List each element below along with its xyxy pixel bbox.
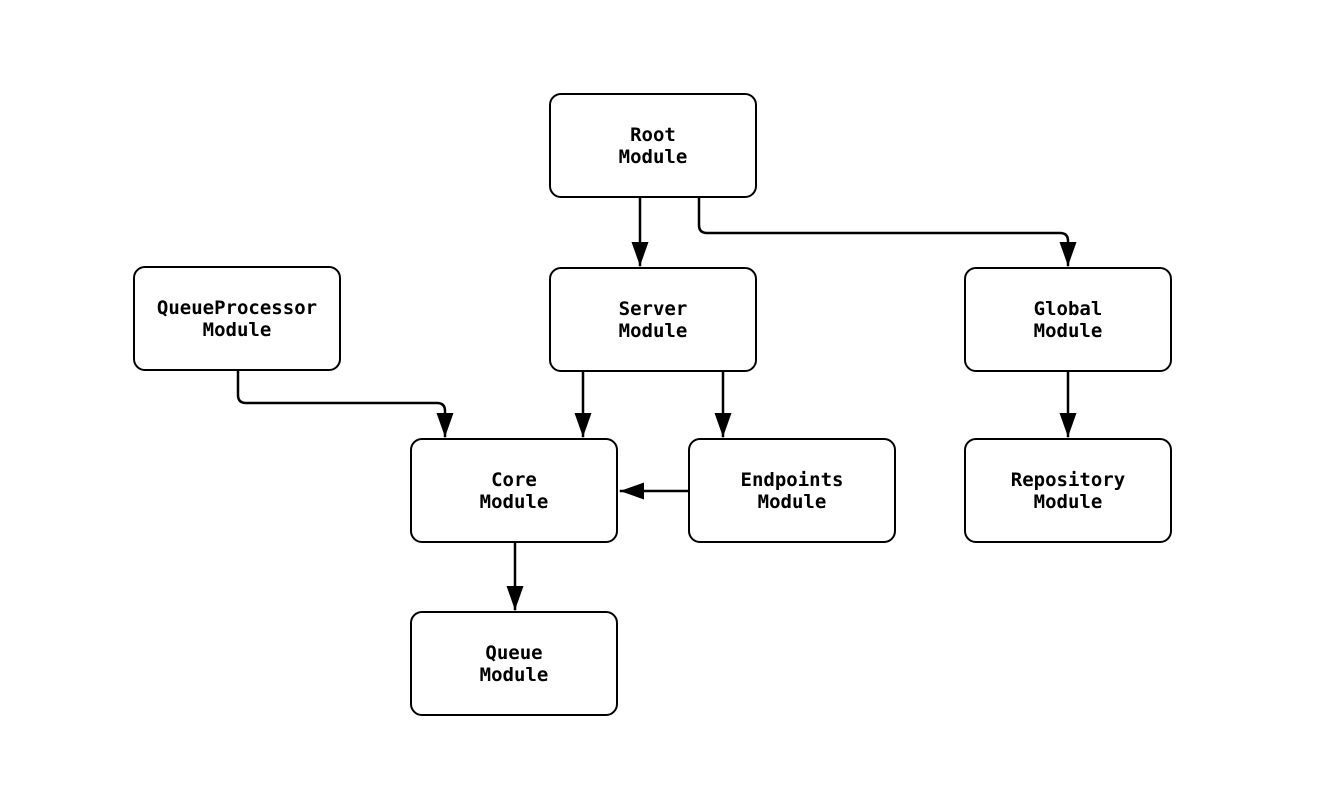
node-server-module: Server Module (549, 267, 757, 372)
node-queueprocessor-module: QueueProcessor Module (133, 266, 341, 371)
node-root-module: Root Module (549, 93, 757, 198)
edge-root-to-global (697, 196, 1077, 267)
node-queue-module: Queue Module (410, 611, 618, 716)
node-core-module-label: Core Module (479, 468, 549, 513)
node-global-module-label: Global Module (1033, 297, 1103, 342)
node-queue-module-label: Queue Module (479, 641, 549, 686)
node-global-module: Global Module (964, 267, 1172, 372)
node-repository-module-label: Repository Module (1010, 468, 1126, 513)
node-endpoints-module-label: Endpoints Module (740, 468, 844, 513)
node-endpoints-module: Endpoints Module (688, 438, 896, 543)
node-root-module-label: Root Module (618, 123, 688, 168)
node-repository-module: Repository Module (964, 438, 1172, 543)
node-queueprocessor-module-label: QueueProcessor Module (156, 296, 318, 341)
edge-queueprocessor-to-core (236, 369, 454, 438)
node-server-module-label: Server Module (618, 297, 688, 342)
node-core-module: Core Module (410, 438, 618, 543)
